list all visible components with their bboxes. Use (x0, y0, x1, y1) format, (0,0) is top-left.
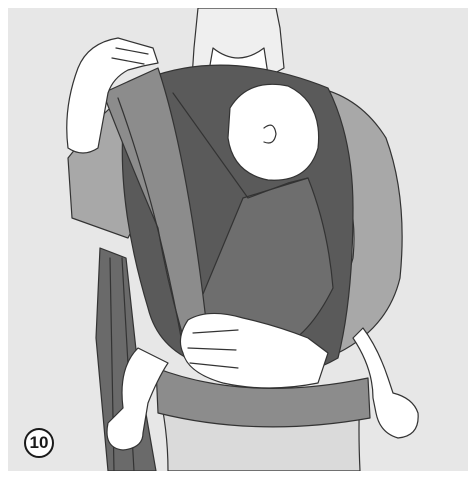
illustration-canvas (8, 8, 468, 471)
step-number-badge: 10 (24, 428, 54, 458)
baby-head (228, 84, 319, 180)
instruction-illustration: 10 (8, 8, 468, 471)
